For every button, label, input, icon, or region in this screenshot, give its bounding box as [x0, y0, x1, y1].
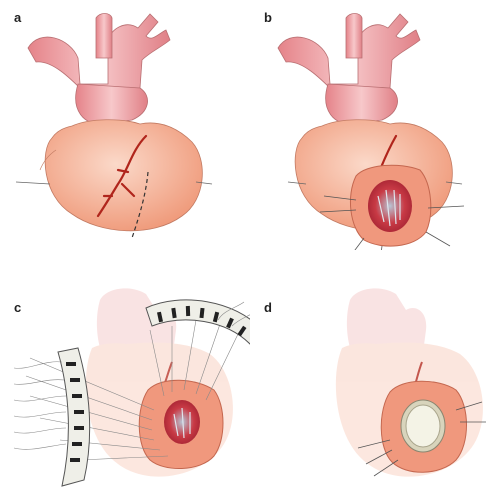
heart-illustration-opened [277, 13, 465, 250]
felt-strip-suture-illustration [13, 288, 250, 487]
endoventricular-patch [405, 404, 441, 448]
ventricular-cavity [368, 180, 412, 232]
panel-a: a [0, 0, 250, 250]
panel-label-d: d [264, 300, 272, 315]
panel-label-c: c [14, 300, 22, 315]
panel-label-b: b [264, 10, 272, 25]
upper-strip-pledgets [157, 305, 247, 337]
panel-b: b [250, 0, 500, 250]
heart-illustration-intact [15, 13, 213, 239]
left-felt-strip [57, 347, 91, 487]
panel-label-a: a [14, 10, 22, 25]
left-strip-pledgets [66, 362, 84, 462]
ascending-aorta [75, 83, 148, 125]
loose-suture-ends [13, 301, 250, 450]
suture-lines [25, 319, 241, 461]
patch-repair-illustration [335, 288, 486, 477]
ventricular-cavity-c [164, 400, 200, 444]
coronary-artery [96, 134, 148, 218]
panel-c: c [0, 250, 250, 500]
panel-d: d [250, 250, 500, 500]
patch-sutures [357, 401, 486, 477]
aorta-branch [95, 13, 113, 59]
